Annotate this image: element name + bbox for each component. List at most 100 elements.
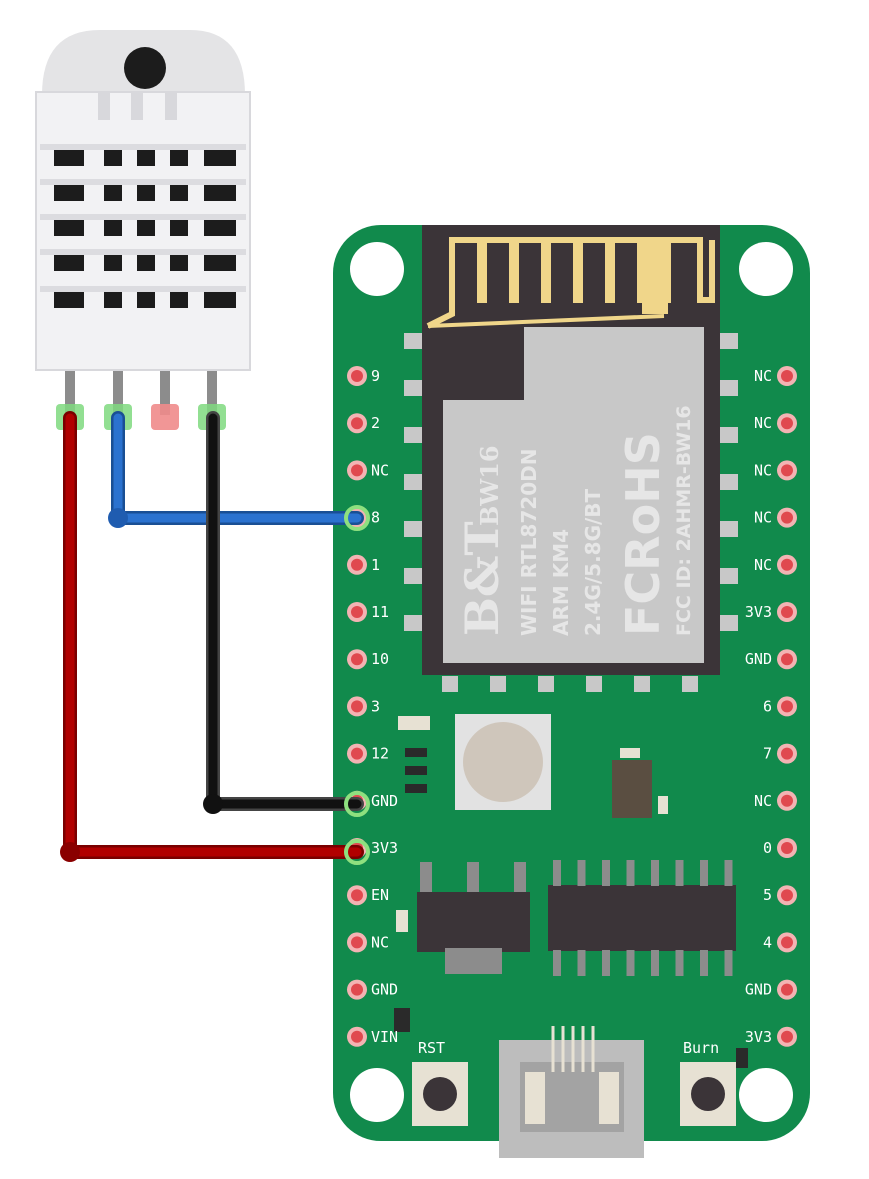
right-pin[interactable]: NC bbox=[754, 790, 797, 811]
left-pin[interactable]: 3 bbox=[347, 696, 380, 717]
module-line-2: ARM KM4 bbox=[549, 529, 573, 636]
right-pin[interactable]: GND bbox=[745, 649, 797, 670]
sensor-grille-slot bbox=[204, 220, 236, 236]
smd-capacitor bbox=[398, 716, 430, 730]
module-line-1: WIFI RTL8720DN bbox=[517, 449, 541, 636]
right-pin[interactable]: NC bbox=[754, 554, 797, 575]
module-brand-text: B&T bbox=[455, 521, 509, 636]
burn-button[interactable] bbox=[680, 1062, 736, 1126]
sensor-grille-slot bbox=[137, 150, 155, 166]
right-pin[interactable]: GND bbox=[745, 979, 797, 1000]
wire-power-bend bbox=[60, 842, 80, 862]
left-pin-label: NC bbox=[371, 461, 389, 479]
left-pin-label: 9 bbox=[371, 367, 380, 385]
right-pin[interactable]: NC bbox=[754, 366, 797, 386]
right-pin[interactable]: NC bbox=[754, 413, 797, 434]
right-pin-label: 7 bbox=[763, 745, 772, 763]
sensor-grille-slot bbox=[204, 150, 236, 166]
right-pin-label: NC bbox=[754, 792, 772, 810]
right-pin[interactable]: 4 bbox=[763, 932, 797, 953]
dht22-sensor-icon bbox=[35, 30, 251, 430]
sensor-grille-slot bbox=[170, 185, 188, 201]
sensor-grille-slot bbox=[137, 255, 155, 271]
sensor-pin-nc-highlight bbox=[151, 404, 179, 430]
right-pin[interactable]: 3V3 bbox=[745, 602, 797, 622]
wire-data[interactable] bbox=[113, 413, 362, 523]
right-pin-label: NC bbox=[754, 414, 772, 432]
left-pin-label: 3V3 bbox=[371, 839, 398, 857]
left-pin-label: VIN bbox=[371, 1028, 398, 1046]
antenna-feed bbox=[642, 240, 668, 314]
sensor-grille-slot bbox=[54, 220, 84, 236]
module-line-3: 2.4G/5.8G/BT bbox=[581, 488, 605, 636]
sensor-mount-hole bbox=[124, 47, 166, 89]
right-pin-label: 3V3 bbox=[745, 1028, 772, 1046]
sensor-grille-slot bbox=[104, 220, 122, 236]
left-pin[interactable]: VIN bbox=[347, 1026, 398, 1047]
right-pin-label: NC bbox=[754, 367, 772, 385]
sensor-grille-slot bbox=[54, 185, 84, 201]
sensor-lead-gnd bbox=[207, 365, 217, 415]
left-pin-label: 10 bbox=[371, 650, 389, 668]
sensor-grille-slot bbox=[170, 292, 188, 308]
left-pin[interactable]: NC bbox=[347, 932, 389, 953]
mount-hole-top-right bbox=[739, 242, 793, 296]
pin-3v3-connected-ring bbox=[344, 839, 370, 865]
mount-hole-bottom-left bbox=[350, 1068, 404, 1122]
left-pin[interactable]: 11 bbox=[347, 602, 389, 622]
left-pin[interactable]: EN bbox=[347, 885, 389, 906]
sensor-lead-vcc bbox=[65, 365, 75, 415]
right-pin[interactable]: NC bbox=[754, 507, 797, 528]
sensor-lead-nc bbox=[160, 365, 170, 415]
left-pin[interactable]: 2 bbox=[347, 413, 380, 434]
left-pin[interactable]: 10 bbox=[347, 649, 389, 670]
micro-usb-connector-icon[interactable] bbox=[499, 1026, 644, 1158]
wire-data-outline bbox=[111, 411, 364, 525]
right-pin[interactable]: 7 bbox=[763, 743, 797, 764]
wire-ground-bend bbox=[203, 794, 223, 814]
left-pin[interactable]: 1 bbox=[347, 554, 380, 575]
right-pin[interactable]: 5 bbox=[763, 885, 797, 906]
left-pin[interactable]: 9 bbox=[347, 366, 380, 386]
sensor-grille-slot bbox=[104, 255, 122, 271]
left-pin-label: GND bbox=[371, 981, 398, 999]
right-pin-label: NC bbox=[754, 509, 772, 527]
module-cert-text: FCRoHS bbox=[616, 432, 670, 636]
right-pin-label: NC bbox=[754, 461, 772, 479]
left-pin[interactable]: NC bbox=[347, 460, 389, 481]
rst-button-label: RST bbox=[418, 1039, 445, 1057]
right-pin[interactable]: NC bbox=[754, 460, 797, 481]
sensor-grille-slot bbox=[170, 150, 188, 166]
right-pin[interactable]: 0 bbox=[763, 838, 797, 858]
mount-hole-top-left bbox=[350, 242, 404, 296]
mount-hole-bottom-right bbox=[739, 1068, 793, 1122]
right-pin[interactable]: 3V3 bbox=[745, 1026, 797, 1047]
module-fcc-text: FCC ID: 2AHMR-BW16 bbox=[673, 405, 695, 636]
sensor-grille-slot bbox=[54, 292, 84, 308]
usb-serial-ic bbox=[548, 860, 736, 976]
right-pin[interactable]: 6 bbox=[763, 696, 797, 717]
pin-gnd-connected-ring bbox=[344, 791, 370, 817]
sensor-grille-slot bbox=[104, 292, 122, 308]
sensor-grille-slot bbox=[204, 292, 236, 308]
sensor-grille bbox=[40, 144, 246, 308]
left-pin-label: 11 bbox=[371, 603, 389, 621]
sensor-grille-slot bbox=[137, 185, 155, 201]
right-pin-label: GND bbox=[745, 650, 772, 668]
left-pin[interactable]: 12 bbox=[347, 743, 389, 764]
rst-button[interactable] bbox=[412, 1062, 468, 1126]
left-pin[interactable]: GND bbox=[347, 979, 398, 1000]
module-bottom-pads bbox=[442, 676, 698, 692]
module-shield bbox=[443, 327, 704, 663]
left-pin-label: 2 bbox=[371, 414, 380, 432]
left-pin-label: 8 bbox=[371, 509, 380, 527]
left-pin-label: 1 bbox=[371, 556, 380, 574]
sensor-grille-slot bbox=[104, 185, 122, 201]
wires bbox=[63, 411, 364, 859]
sensor-grille-slot bbox=[170, 255, 188, 271]
sensor-grille-slot bbox=[137, 220, 155, 236]
module-model-text: BW16 bbox=[475, 445, 504, 526]
voltage-regulator bbox=[417, 862, 530, 974]
